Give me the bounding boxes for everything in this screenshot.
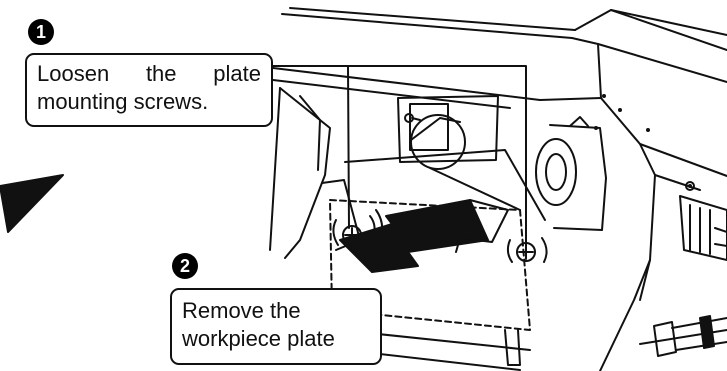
side-clamp xyxy=(680,182,727,260)
callout-loosen-screws: Loosen the plate mounting screws. xyxy=(25,53,273,127)
plate-screw-right-icon xyxy=(508,238,547,262)
callout-1-word: plate xyxy=(213,60,261,88)
step-1-badge: 1 xyxy=(28,19,54,45)
callout-2-line-1: Remove the xyxy=(182,297,370,325)
screwdriver-icon xyxy=(640,316,727,356)
callout-1-line-1: Loosen the plate xyxy=(37,60,261,88)
direction-triangle-icon xyxy=(0,175,63,232)
callout-1-word: the xyxy=(146,60,177,88)
step-2-badge: 2 xyxy=(172,253,198,279)
side-motor xyxy=(536,117,606,230)
callout-1-word: Loosen xyxy=(37,60,109,88)
callout-2-line-2: workpiece plate xyxy=(182,325,370,353)
callout-remove-plate: Remove the workpiece plate xyxy=(170,288,382,365)
callout-1-line-2: mounting screws. xyxy=(37,88,261,116)
removal-arrow-icon xyxy=(340,200,488,272)
